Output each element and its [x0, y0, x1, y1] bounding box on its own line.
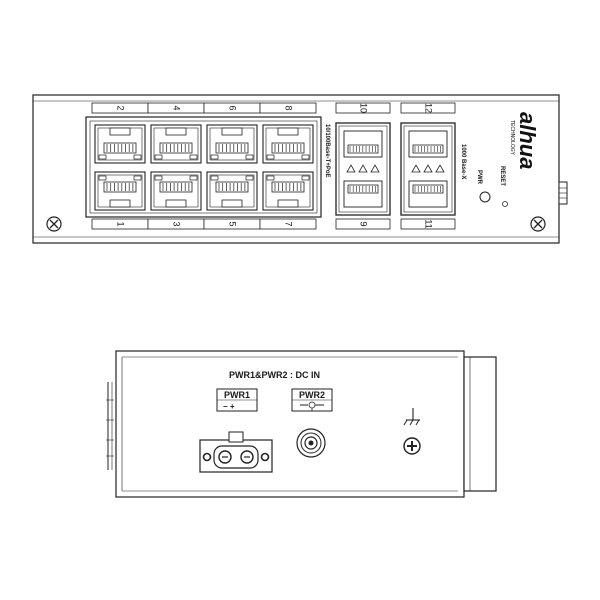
svg-text:4: 4 — [172, 105, 182, 110]
front-panel: 10/100Base-T+PoE 1000 Base-X PWR RESET a… — [32, 94, 568, 244]
power-panel: PWR1&PWR2 : DC IN PWR1 − + PWR2 — [106, 350, 497, 498]
sfp-port[interactable] — [335, 122, 391, 216]
side-vents — [106, 382, 114, 470]
reset-label: RESET — [499, 166, 505, 186]
svg-text:1: 1 — [116, 221, 126, 226]
dc-polarity-icon — [300, 401, 324, 411]
ground-screw-icon — [403, 437, 421, 455]
reset-button[interactable] — [502, 201, 508, 207]
screw-icon — [530, 216, 546, 232]
rj45-port[interactable] — [150, 171, 202, 211]
port-number-label: 7 — [259, 218, 317, 230]
sfp-port[interactable] — [400, 122, 456, 216]
sfp-group-label: 1000 Base-X — [460, 144, 466, 179]
port-number-label: 8 — [259, 102, 317, 114]
port-number-label: 12 — [400, 102, 456, 114]
svg-text:5: 5 — [228, 221, 238, 226]
rj45-port[interactable] — [206, 171, 258, 211]
rj45-port[interactable] — [206, 124, 258, 164]
svg-text:3: 3 — [172, 221, 182, 226]
svg-text:2: 2 — [116, 105, 126, 110]
svg-text:TECHNOLOGY: TECHNOLOGY — [509, 120, 515, 156]
svg-text:12: 12 — [424, 103, 434, 113]
pwr2-label: PWR2 — [299, 390, 325, 400]
rj45-port[interactable] — [150, 124, 202, 164]
side-connector — [558, 181, 568, 205]
svg-text:7: 7 — [284, 221, 294, 226]
pwr-label: PWR — [476, 170, 482, 185]
port-number-label: 10 — [335, 102, 391, 114]
din-rail-bracket — [463, 356, 497, 492]
svg-text:alhua: alhua — [515, 112, 540, 169]
rj45-port[interactable] — [262, 124, 314, 164]
pwr-led — [479, 191, 491, 203]
port-number-label: 5 — [203, 218, 261, 230]
front-chassis — [32, 94, 560, 244]
svg-text:8: 8 — [284, 105, 294, 110]
svg-text:10: 10 — [359, 103, 369, 113]
rj45-port[interactable] — [262, 171, 314, 211]
sfp-port-block — [335, 122, 456, 216]
svg-text:11: 11 — [424, 219, 434, 228]
port-number-label: 3 — [147, 218, 205, 230]
pwr1-label: PWR1 — [224, 390, 250, 400]
svg-text:6: 6 — [228, 105, 238, 110]
port-number-label: 11 — [400, 218, 456, 230]
rj45-port[interactable] — [94, 171, 146, 211]
port-number-label: 2 — [91, 102, 149, 114]
port-number-label: 9 — [335, 218, 391, 230]
brand-logo: alhua TECHNOLOGY — [509, 112, 540, 169]
earth-ground-icon — [403, 408, 420, 426]
rj45-port[interactable] — [94, 124, 146, 164]
rj45-port-block — [85, 116, 322, 218]
rj45-group-label: 10/100Base-T+PoE — [324, 124, 330, 178]
dc-in-title: PWR1&PWR2 : DC IN — [229, 370, 320, 380]
screw-icon — [46, 216, 62, 232]
dc-barrel-jack[interactable] — [296, 428, 326, 458]
svg-text:9: 9 — [359, 221, 369, 226]
port-number-label: 6 — [203, 102, 261, 114]
port-number-label: 1 — [91, 218, 149, 230]
pwr1-polarity: − + — [223, 402, 235, 411]
terminal-block-connector[interactable] — [199, 431, 273, 473]
port-number-label: 4 — [147, 102, 205, 114]
